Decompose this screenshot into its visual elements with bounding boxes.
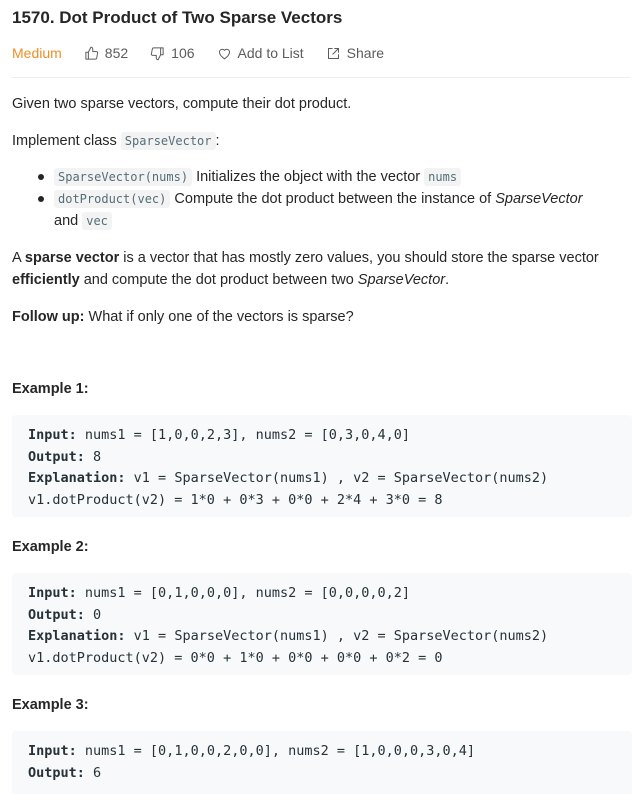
example-3-title: Example 3: bbox=[12, 697, 89, 713]
follow-up-paragraph: Follow up: What if only one of the vecto… bbox=[12, 309, 354, 325]
intro-paragraph: Given two sparse vectors, compute their … bbox=[12, 96, 352, 112]
like-button[interactable]: 852 bbox=[84, 45, 128, 61]
share-icon bbox=[327, 47, 339, 59]
example-3-code-block: Input: nums1 = [0,1,0,0,2,0,0], nums2 = … bbox=[12, 731, 632, 794]
thumbs-up-icon bbox=[85, 46, 98, 60]
add-to-list-label: Add to List bbox=[237, 45, 304, 61]
example-1-title: Example 1: bbox=[12, 381, 89, 397]
problem-title: 1570. Dot Product of Two Sparse Vectors bbox=[12, 8, 343, 27]
dislike-count: 106 bbox=[171, 45, 195, 61]
list-item: SparseVector(nums) Initializes the objec… bbox=[32, 166, 632, 188]
sparse-vector-paragraph: A sparse vector is a vector that has mos… bbox=[12, 250, 599, 288]
like-count: 852 bbox=[104, 45, 129, 61]
add-to-list-button[interactable]: Add to List bbox=[217, 45, 304, 61]
share-button[interactable]: Share bbox=[326, 45, 384, 61]
method-list: SparseVector(nums) Initializes the objec… bbox=[32, 166, 632, 232]
header-divider bbox=[12, 77, 630, 78]
example-2-title: Example 2: bbox=[12, 539, 89, 555]
example-2-code-block: Input: nums1 = [0,1,0,0,0], nums2 = [0,0… bbox=[12, 573, 632, 675]
difficulty-badge: Medium bbox=[12, 45, 62, 61]
example-1-code-block: Input: nums1 = [1,0,0,2,3], nums2 = [0,3… bbox=[12, 415, 632, 517]
list-item: dotProduct(vec) Compute the dot product … bbox=[32, 188, 632, 232]
class-name-code: SparseVector bbox=[120, 132, 216, 150]
problem-meta-bar: Medium 852 106 Add to List Share bbox=[12, 44, 406, 62]
implement-paragraph: Implement class SparseVector: bbox=[12, 132, 220, 150]
heart-icon bbox=[218, 48, 230, 59]
share-label: Share bbox=[346, 45, 385, 61]
thumbs-down-icon bbox=[151, 46, 164, 60]
dislike-button[interactable]: 106 bbox=[150, 45, 195, 61]
